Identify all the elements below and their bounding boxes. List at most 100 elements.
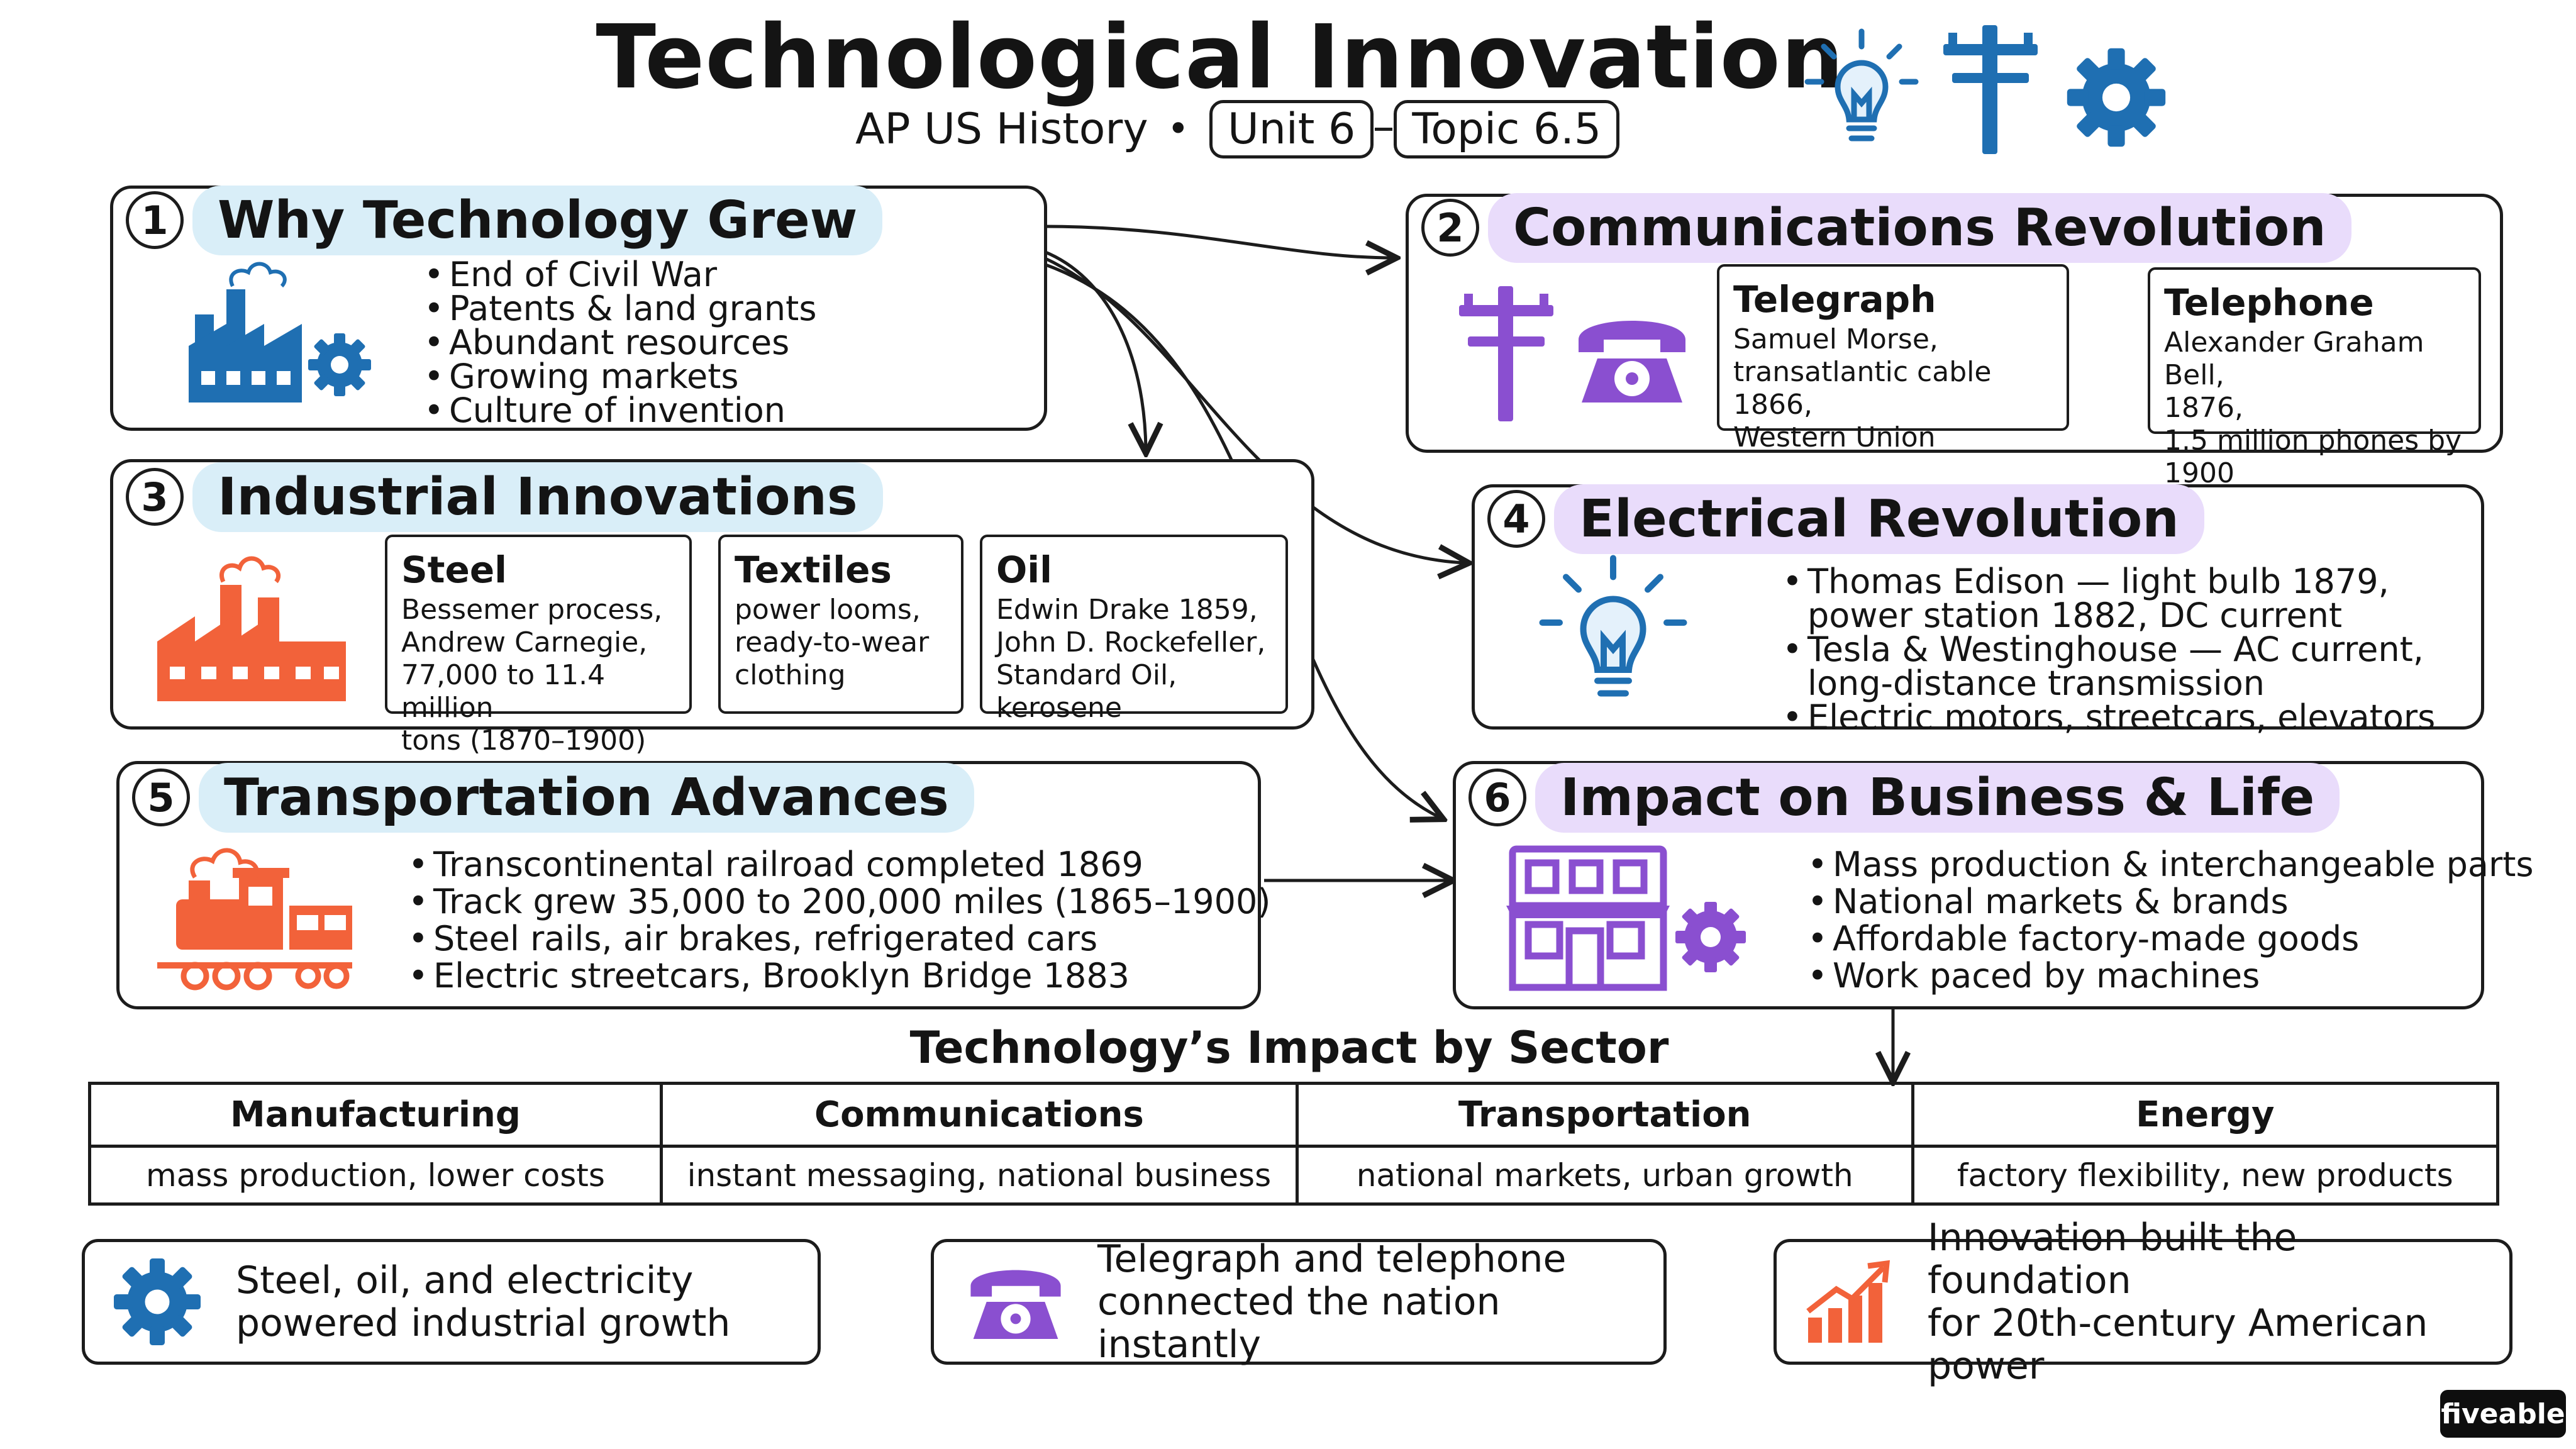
list-item: Work paced by machines bbox=[1805, 957, 2534, 994]
section-4-header: 4 Electrical Revolution bbox=[1487, 484, 2204, 554]
summary-line: Innovation built the foundation bbox=[1928, 1216, 2297, 1302]
textiles-card: Textiles power looms, ready-to-wear clot… bbox=[718, 535, 963, 714]
card-line: Edwin Drake 1859, bbox=[996, 594, 1258, 626]
section-number: 3 bbox=[126, 468, 184, 526]
list-item: Affordable factory-made goods bbox=[1805, 920, 2534, 957]
section-number: 1 bbox=[126, 191, 184, 249]
page-title: Technological Innovation bbox=[596, 6, 1845, 109]
summary-box: Telegraph and telephone connected the na… bbox=[931, 1238, 1667, 1366]
card-line: ready-to-wear bbox=[735, 626, 930, 658]
list-item: Tesla & Westinghouse — AC current, long-… bbox=[1780, 633, 2435, 701]
card-title: Steel bbox=[401, 548, 508, 591]
summary-line: Steel, oil, and electricity bbox=[236, 1258, 694, 1302]
section-6-header: 6 Impact on Business & Life bbox=[1468, 762, 2340, 833]
summary-line: for 20th-century American power bbox=[1928, 1301, 2428, 1388]
bullet-line: power station 1882, DC current bbox=[1807, 596, 2343, 635]
telegraph-pole-icon bbox=[1943, 25, 2038, 154]
steel-card: Steel Bessemer process, Andrew Carnegie,… bbox=[385, 535, 692, 757]
section-number: 6 bbox=[1468, 769, 1526, 826]
storefront-gear-icon bbox=[1506, 845, 1746, 991]
section-number: 4 bbox=[1487, 490, 1545, 548]
section-title: Electrical Revolution bbox=[1554, 484, 2204, 554]
section-5-bullets: Transcontinental railroad completed 1869… bbox=[406, 846, 1270, 994]
section-3-header: 3 Industrial Innovations bbox=[126, 462, 883, 532]
section-5-header: 5 Transportation Advances bbox=[132, 762, 974, 833]
list-item: Culture of invention bbox=[421, 394, 816, 428]
list-item: Transcontinental railroad completed 1869 bbox=[406, 846, 1270, 883]
bullet-line: Tesla & Westinghouse — AC current, bbox=[1807, 630, 2424, 669]
summary-line: Telegraph and telephone bbox=[1097, 1237, 1567, 1281]
card-line: transatlantic cable 1866, bbox=[1733, 356, 1992, 421]
card-line: tons (1870–1900) bbox=[401, 724, 647, 757]
section-title: Impact on Business & Life bbox=[1535, 762, 2340, 833]
bullet-line: Electric motors, streetcars, elevators bbox=[1807, 697, 2436, 737]
section-title: Why Technology Grew bbox=[192, 185, 883, 255]
list-item: Mass production & interchangeable parts bbox=[1805, 846, 2534, 883]
telephone-card: Telephone Alexander Graham Bell, 1876, 1… bbox=[2148, 267, 2481, 489]
table-cell: instant messaging, national business bbox=[659, 1145, 1299, 1206]
unit-pill: Unit 6 bbox=[1209, 99, 1374, 158]
factory-icon bbox=[157, 556, 346, 701]
section-6-bullets: Mass production & interchangeable parts … bbox=[1805, 846, 2534, 994]
lightbulb-icon bbox=[1804, 28, 1919, 142]
section-1-bullets: End of Civil War Patents & land grants A… bbox=[421, 258, 816, 428]
card-title: Oil bbox=[996, 548, 1053, 591]
list-item: Electric streetcars, Brooklyn Bridge 188… bbox=[406, 957, 1270, 994]
table-row: mass production, lower costs instant mes… bbox=[88, 1145, 2500, 1206]
table-cell: factory flexibility, new products bbox=[1911, 1145, 2500, 1206]
list-item: National markets & brands bbox=[1805, 883, 2534, 920]
subtitle-row: AP US History • Unit 6 Topic 6.5 bbox=[855, 99, 1621, 158]
card-line: kerosene bbox=[996, 692, 1122, 724]
card-line: 1876, bbox=[2164, 392, 2243, 424]
card-title: Telegraph bbox=[1733, 278, 1936, 321]
factory-gear-icon bbox=[189, 262, 371, 402]
section-title: Communications Revolution bbox=[1488, 192, 2351, 263]
section-2-header: 2 Communications Revolution bbox=[1421, 192, 2351, 263]
list-item: Electric motors, streetcars, elevators bbox=[1780, 701, 2435, 735]
table-header-cell: Transportation bbox=[1295, 1082, 1914, 1148]
telegraph-card: Telegraph Samuel Morse, transatlantic ca… bbox=[1717, 264, 2069, 453]
section-number: 2 bbox=[1421, 199, 1479, 257]
card-line: John D. Rockefeller, bbox=[996, 626, 1266, 658]
course-name: AP US History bbox=[855, 104, 1148, 154]
locomotive-icon bbox=[157, 848, 352, 991]
card-line: Bessemer process, bbox=[401, 594, 663, 626]
summary-box: Innovation built the foundation for 20th… bbox=[1774, 1216, 2512, 1387]
card-line: 1.5 million phones by 1900 bbox=[2164, 425, 2462, 489]
section-1-header: 1 Why Technology Grew bbox=[126, 185, 883, 255]
section-number: 5 bbox=[132, 769, 190, 826]
card-title: Textiles bbox=[735, 548, 892, 591]
card-line: Alexander Graham Bell, bbox=[2164, 326, 2424, 391]
summary-line: connected the nation instantly bbox=[1097, 1280, 1501, 1367]
card-title: Telephone bbox=[2164, 281, 2374, 324]
brand-logo: fiveable bbox=[2440, 1390, 2566, 1438]
table-header-cell: Manufacturing bbox=[88, 1082, 663, 1148]
bullet-line: Thomas Edison — light bulb 1879, bbox=[1807, 562, 2389, 601]
card-line: clothing bbox=[735, 659, 846, 691]
table-cell: mass production, lower costs bbox=[88, 1145, 663, 1206]
card-line: Samuel Morse, bbox=[1733, 323, 1938, 355]
summary-text: Steel, oil, and electricity powered indu… bbox=[236, 1259, 730, 1345]
card-line: Western Union bbox=[1733, 421, 1936, 453]
section-title: Industrial Innovations bbox=[192, 462, 883, 532]
gear-icon bbox=[2067, 48, 2166, 147]
list-item: End of Civil War bbox=[421, 258, 816, 292]
gear-icon bbox=[114, 1258, 201, 1345]
table-cell: national markets, urban growth bbox=[1295, 1145, 1914, 1206]
list-item: Abundant resources bbox=[421, 326, 816, 360]
list-item: Growing markets bbox=[421, 360, 816, 394]
list-item: Steel rails, air brakes, refrigerated ca… bbox=[406, 920, 1270, 957]
growth-chart-icon bbox=[1806, 1260, 1890, 1343]
telegraph-pole-icon bbox=[1459, 286, 1553, 421]
sector-impact-table: Manufacturing Communications Transportat… bbox=[88, 1082, 2500, 1206]
oil-card: Oil Edwin Drake 1859, John D. Rockefelle… bbox=[980, 535, 1288, 724]
sector-table-title: Technology’s Impact by Sector bbox=[909, 1022, 1669, 1074]
topic-pill: Topic 6.5 bbox=[1394, 99, 1620, 158]
table-header-cell: Energy bbox=[1911, 1082, 2500, 1148]
card-line: power looms, bbox=[735, 594, 921, 626]
pill-connector bbox=[1375, 127, 1393, 131]
lightbulb-icon bbox=[1539, 555, 1687, 697]
summary-text: Telegraph and telephone connected the na… bbox=[1097, 1238, 1663, 1366]
telephone-icon bbox=[970, 1270, 1061, 1339]
summary-line: powered industrial growth bbox=[236, 1301, 731, 1345]
